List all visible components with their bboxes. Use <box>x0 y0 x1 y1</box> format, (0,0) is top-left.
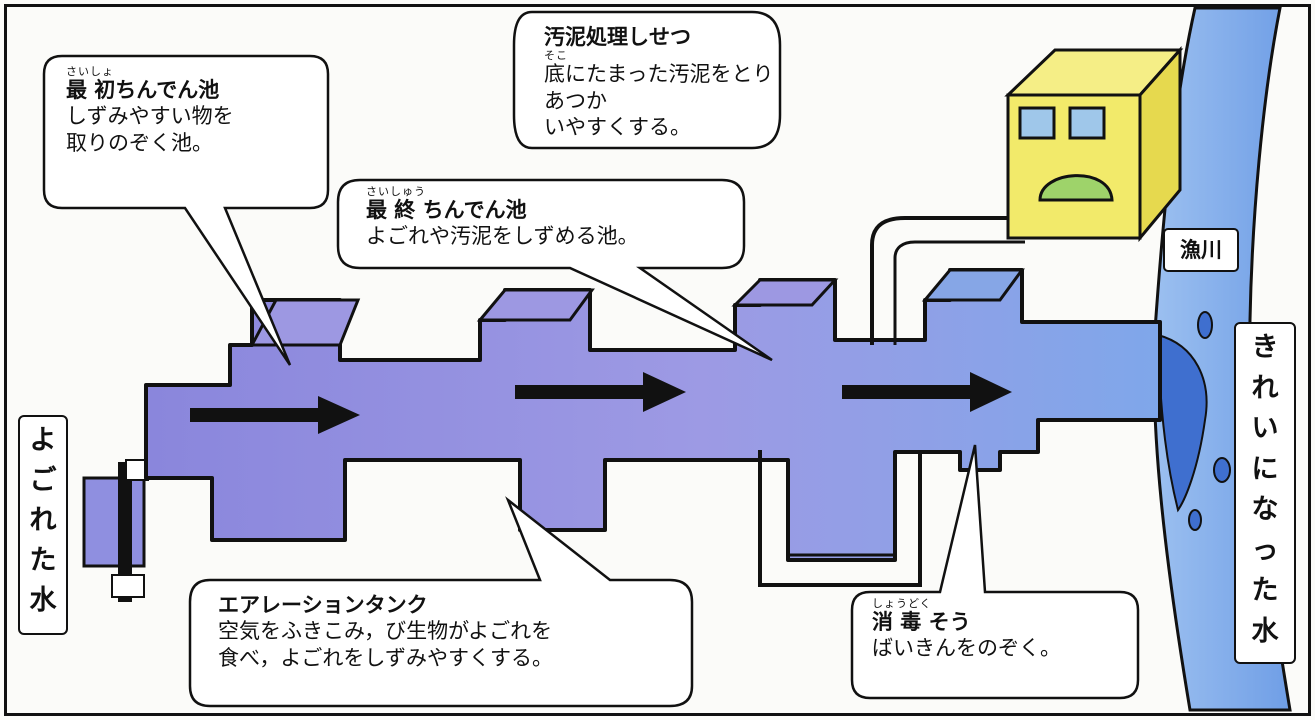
label-clean-water-char: な <box>1251 494 1279 525</box>
label-clean-water-char: れ <box>1251 372 1279 404</box>
callout-primary-settling: さいしょ 最 初ちんでん池 しずみやすい物を 取りのぞく池。 <box>66 66 324 156</box>
label-clean-water-char: に <box>1251 453 1279 485</box>
callout-primary-line2: 取りのぞく池。 <box>66 130 213 155</box>
flow-arrow <box>842 372 1012 412</box>
water-splash <box>1156 333 1208 513</box>
callout-aeration-line1: 空気をふきこみ，び生物がよごれを <box>218 619 553 644</box>
aeration-tank-top <box>476 288 595 322</box>
inlet-pipe <box>82 476 146 568</box>
callout-primary-ruby: さいしょ <box>66 65 114 78</box>
label-clean-water-char: っ <box>1251 534 1279 566</box>
callout-primary-line1: しずみやすい物を <box>66 104 234 129</box>
label-river: 漁川 <box>1163 228 1239 272</box>
label-clean-water: き れ い に な っ た 水 <box>1234 322 1296 664</box>
callout-sludge-title: 汚泥処理しせつ <box>544 25 691 49</box>
callout-sludge-bubble <box>512 10 782 150</box>
callout-aeration-line2: 食べ，よごれをしずみやすくする。 <box>218 645 553 670</box>
callout-sludge-treatment: 汚泥処理しせつ そこ 底にたまった汚泥をとりあつか いやすくする。 <box>544 24 776 140</box>
callout-aeration-tank: エアレーションタンク 空気をふきこみ，び生物がよごれを 食べ，よごれをしずみやす… <box>218 592 688 671</box>
sludge-pipe-inner <box>893 240 1025 345</box>
label-clean-water-char: い <box>1251 413 1279 444</box>
water-drop <box>1213 457 1231 483</box>
callout-final-ruby: さいしゅう <box>366 185 426 198</box>
callout-disinfection-tank: しょうどく 消 毒 そう ばいきんをのぞく。 <box>872 598 1134 662</box>
return-loop-inner <box>786 465 897 557</box>
water-drop <box>1197 311 1213 339</box>
callout-sludge-line2: いやすくする。 <box>544 114 691 139</box>
flow-arrow <box>515 372 686 412</box>
inlet-gate <box>118 462 132 602</box>
callout-disinfection-ruby: しょうどく <box>872 597 932 610</box>
callout-aeration-title: エアレーションタンク <box>218 593 428 617</box>
label-clean-water-char: た <box>1251 575 1279 606</box>
sludge-facility-door <box>1038 174 1114 202</box>
callout-primary-title: 最 初ちんでん池 <box>66 78 220 102</box>
callout-final-settling: さいしゅう 最 終 ちんでん池 よごれや汚泥をしずめる池。 <box>366 186 738 250</box>
sludge-facility-window <box>1018 106 1056 140</box>
callout-final-line1: よごれや汚泥をしずめる池。 <box>366 224 639 249</box>
label-dirty-water-char: れ <box>29 505 57 536</box>
sludge-pipe <box>870 216 1025 345</box>
label-dirty-water: よ ご れ た 水 <box>18 415 68 635</box>
callout-disinfection-title: 消 毒 そう <box>872 610 971 634</box>
label-clean-water-char: き <box>1251 332 1279 363</box>
callout-final-title: 最 終 ちんでん池 <box>366 198 527 222</box>
callout-disinfection-bubble <box>850 444 1140 700</box>
callout-disinfection-line1: ばいきんをのぞく。 <box>872 636 1061 661</box>
final-tank-top <box>731 278 839 307</box>
callout-sludge-ruby: そこ <box>544 49 568 63</box>
water-drop <box>1188 509 1202 531</box>
label-dirty-water-char: た <box>29 545 57 576</box>
disinfection-tank-top <box>921 268 1025 302</box>
callout-aeration-bubble <box>188 496 694 708</box>
callout-final-bubble <box>336 178 773 362</box>
callout-sludge-line1: 底にたまった汚泥をとりあつか <box>544 62 774 113</box>
flow-arrow <box>190 396 360 434</box>
inlet-frame <box>111 574 145 598</box>
label-dirty-water-char: よ <box>29 425 57 456</box>
sludge-facility-window <box>1068 106 1106 140</box>
label-clean-water-char: 水 <box>1251 615 1279 647</box>
callout-primary-bubble <box>42 54 330 366</box>
label-dirty-water-char: ご <box>29 465 57 496</box>
return-loop <box>758 450 922 587</box>
label-dirty-water-char: 水 <box>29 585 57 616</box>
